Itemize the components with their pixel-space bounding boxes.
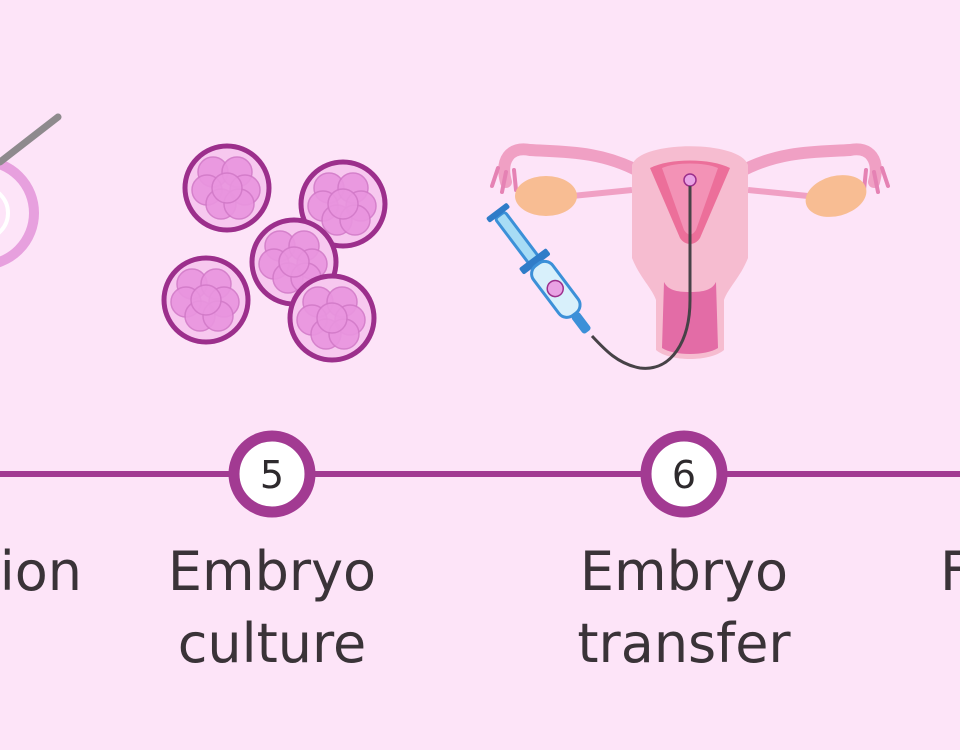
step-marker-6: 6	[640, 430, 728, 518]
petri-dish-pipette-icon	[0, 113, 62, 268]
step-label-6-line1: Embryo	[579, 540, 789, 603]
embryo-cell-icon	[182, 143, 272, 233]
partial-step-label-right: F	[940, 540, 960, 603]
step-label-5: Embryo culture	[132, 536, 412, 680]
step-label-5-line1: Embryo	[167, 540, 377, 603]
step-marker-5: 5	[228, 430, 316, 518]
step-label-6-line2: transfer	[577, 612, 791, 675]
embryo-cells-icon	[161, 143, 388, 363]
uterus-catheter-syringe-icon	[486, 143, 890, 370]
embryo-cell-icon	[287, 273, 377, 363]
step-number-6: 6	[672, 453, 696, 497]
embryo-cell-icon	[298, 159, 388, 249]
step-label-5-line2: culture	[177, 612, 367, 675]
step-number-5: 5	[260, 453, 284, 497]
step-label-6: Embryo transfer	[544, 536, 824, 680]
partial-step-label-left: ion	[0, 540, 82, 603]
embryo-cell-icon	[161, 255, 251, 345]
